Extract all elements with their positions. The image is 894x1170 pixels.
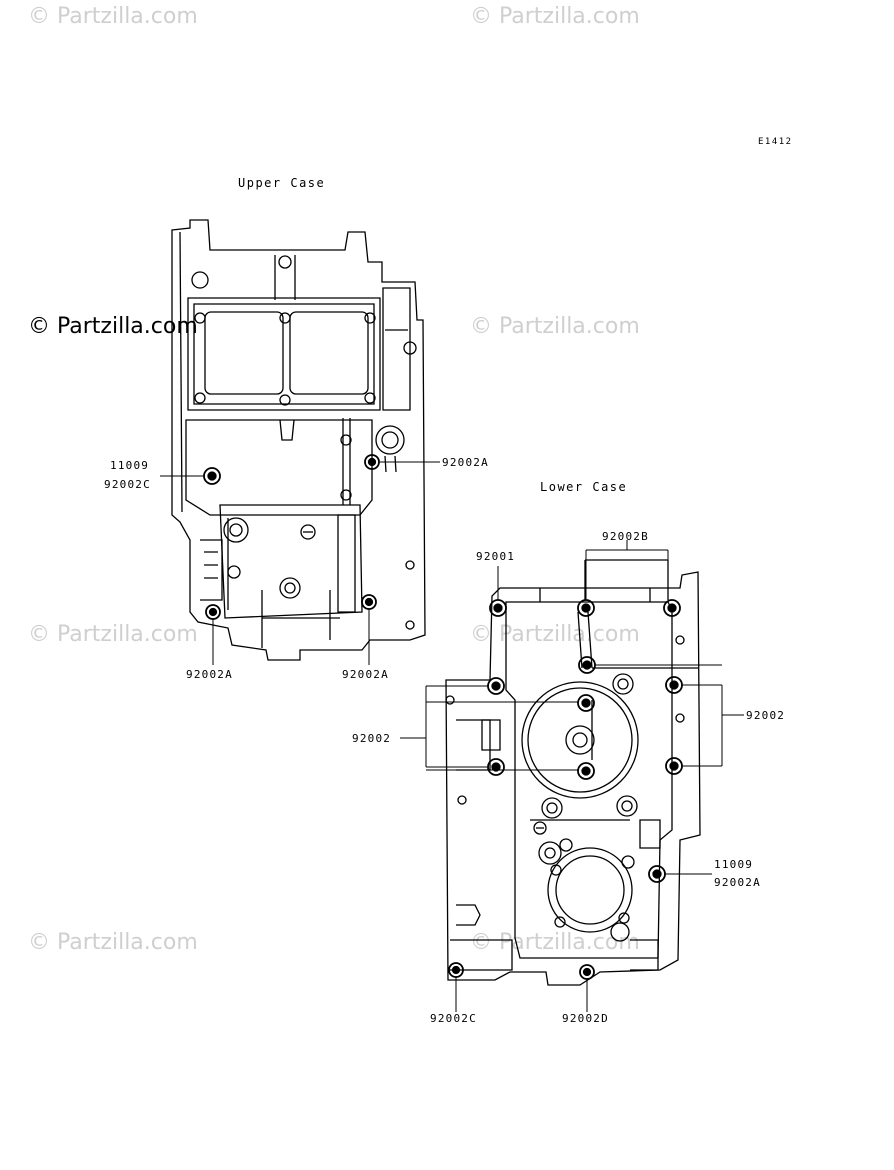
part-label: 11009	[110, 459, 150, 472]
part-label: 92002	[746, 709, 786, 722]
watermark: © Partzilla.com	[470, 314, 640, 339]
upper-case-drawing	[160, 219, 440, 665]
part-label: 92002A	[342, 668, 389, 681]
part-label: 11009	[714, 858, 754, 871]
part-label: 92002C	[104, 478, 151, 491]
diagram-code: E1412	[758, 137, 793, 147]
upper-case-title: Upper Case	[238, 176, 326, 190]
watermark: © Partzilla.com	[470, 4, 640, 29]
watermark: © Partzilla.com	[28, 622, 198, 647]
part-label: 92002A	[442, 456, 489, 469]
lower-case-title: Lower Case	[540, 480, 628, 494]
part-label: 92002A	[186, 668, 233, 681]
watermark: © Partzilla.com	[28, 4, 198, 29]
watermark: © Partzilla.com	[470, 622, 640, 647]
lower-case-drawing	[400, 540, 744, 1012]
part-label: 92002	[352, 732, 392, 745]
watermark: © Partzilla.com	[28, 930, 198, 955]
part-label: 92002D	[562, 1012, 609, 1025]
part-label: 92002C	[430, 1012, 477, 1025]
watermark-main: © Partzilla.com	[28, 314, 198, 339]
part-label: 92002A	[714, 876, 761, 889]
part-label: 92001	[476, 550, 516, 563]
part-label: 92002B	[602, 530, 649, 543]
